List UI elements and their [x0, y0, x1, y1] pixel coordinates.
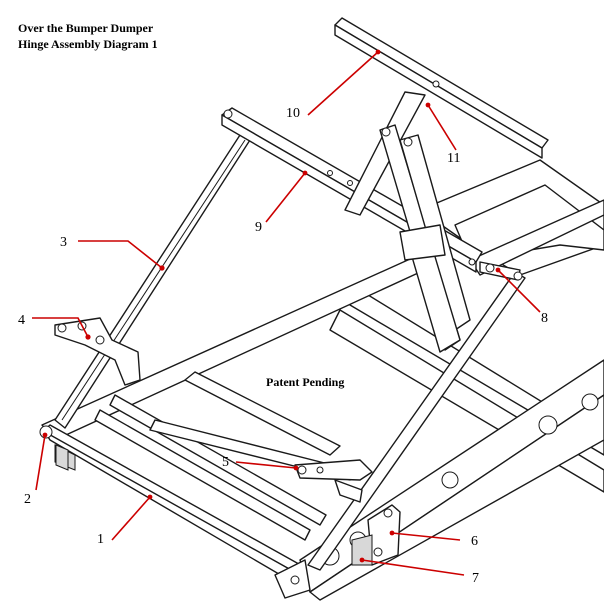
callout-11: 11	[447, 151, 460, 166]
leader-2	[35, 434, 46, 491]
callout-5: 5	[222, 455, 229, 470]
callout-4: 4	[18, 313, 25, 328]
callout-1: 1	[97, 532, 104, 547]
callout-9: 9	[255, 220, 262, 235]
rear-pivot-plate	[351, 504, 401, 566]
leader-11	[427, 104, 457, 151]
upright-link-11	[344, 91, 471, 353]
callout-3: 3	[60, 235, 67, 250]
lower-lever-5	[294, 459, 373, 503]
leader-5	[235, 461, 297, 469]
leader-9	[265, 172, 306, 223]
leader-3	[78, 240, 163, 269]
callout-leaders	[32, 49, 541, 576]
leader-7	[361, 559, 465, 576]
leader-8	[497, 269, 541, 313]
diagram-title-line2: Hinge Assembly Diagram 1	[18, 37, 158, 51]
leader-4	[32, 317, 89, 338]
callout-10: 10	[286, 106, 300, 121]
callout-2: 2	[24, 492, 31, 507]
patent-pending-label: Patent Pending	[266, 375, 344, 389]
callout-7: 7	[472, 571, 479, 586]
leader-1	[111, 496, 151, 541]
callout-8: 8	[541, 311, 548, 326]
top-bar-10	[334, 17, 549, 159]
callout-numbers: 1 2 3 4 5 6 7 8 9 10 11	[18, 106, 548, 586]
leader-10	[307, 51, 379, 116]
leader-6	[391, 532, 461, 541]
front-foot	[55, 444, 69, 471]
diagram-title-line1: Over the Bumper Dumper	[18, 21, 154, 35]
callout-6: 6	[471, 534, 478, 549]
main-lift-frame	[39, 249, 443, 599]
